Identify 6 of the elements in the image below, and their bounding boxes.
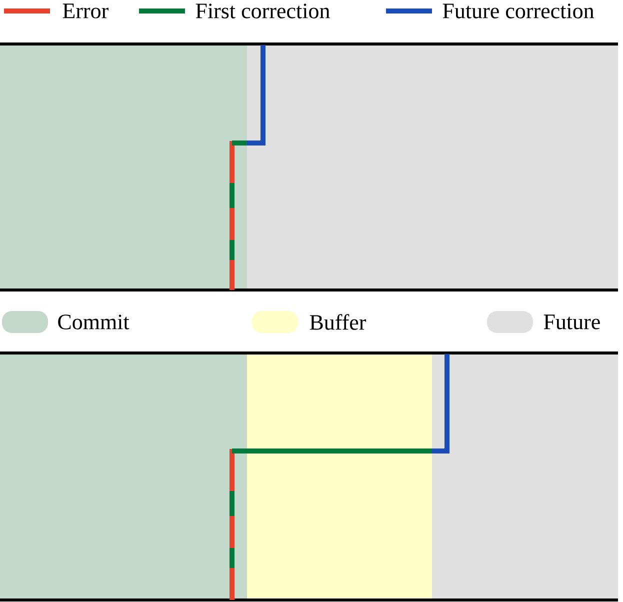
legend-label: Future	[544, 314, 600, 330]
legend-label: Future correction	[442, 4, 594, 18]
legend-label: Error	[62, 4, 108, 18]
legend-label: Buffer	[310, 314, 366, 330]
legend-label: Commit	[58, 314, 130, 330]
legend-label: First correction	[196, 4, 330, 18]
